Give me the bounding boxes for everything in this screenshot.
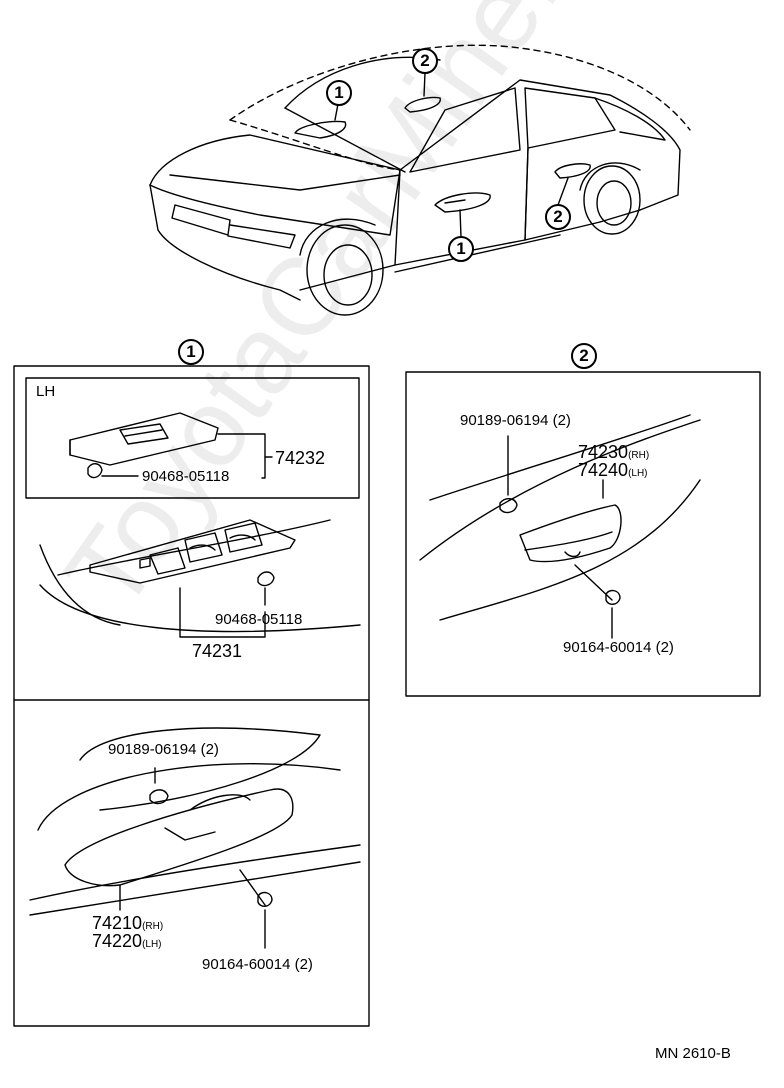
- car-outline: [149, 44, 691, 316]
- part-90164-left: 90164-60014 (2): [202, 956, 313, 973]
- part-74230-number: 74230: [578, 442, 629, 462]
- part-90468-main: 90468-05118: [215, 611, 303, 628]
- switch-panel-lh-drawing: [69, 412, 273, 479]
- lh-inset-frame: [25, 377, 360, 499]
- callout-2-car-rear: 2: [545, 204, 571, 230]
- assist-grip-right-drawing: [419, 414, 701, 639]
- part-74232: 74232: [275, 448, 326, 468]
- callout-1-car-top: 1: [326, 80, 352, 106]
- inset-lh-label: LH: [36, 383, 56, 400]
- part-74231: 74231: [192, 641, 243, 661]
- switch-panel-main-drawing: [39, 519, 361, 638]
- part-74240-side: (LH): [628, 468, 648, 479]
- assist-grip-left-drawing: [29, 727, 361, 949]
- section-2-frame: [405, 371, 761, 697]
- part-74220-number: 74220: [92, 931, 143, 951]
- callout-2-car-top: 2: [412, 48, 438, 74]
- part-74210-side: (RH): [142, 921, 164, 932]
- part-74210-number: 74210: [92, 913, 143, 933]
- section-1-frame: [13, 365, 370, 1027]
- part-74230-side: (RH): [628, 450, 650, 461]
- part-74240: 74240(LH): [578, 461, 648, 479]
- section-1-callout: 1: [178, 339, 204, 365]
- part-74230: 74230(RH): [578, 443, 649, 461]
- part-74220: 74220(LH): [92, 932, 162, 950]
- section-2-callout: 2: [571, 343, 597, 369]
- part-74240-number: 74240: [578, 460, 629, 480]
- callout-1-car-door: 1: [448, 236, 474, 262]
- part-90189-right: 90189-06194 (2): [460, 412, 571, 429]
- part-90468-inset: 90468-05118: [142, 468, 230, 485]
- diagram-code: MN 2610-B: [655, 1045, 731, 1062]
- part-74210: 74210(RH): [92, 914, 163, 932]
- part-90189-left: 90189-06194 (2): [108, 741, 219, 758]
- part-74220-side: (LH): [142, 939, 162, 950]
- part-90164-right: 90164-60014 (2): [563, 639, 674, 656]
